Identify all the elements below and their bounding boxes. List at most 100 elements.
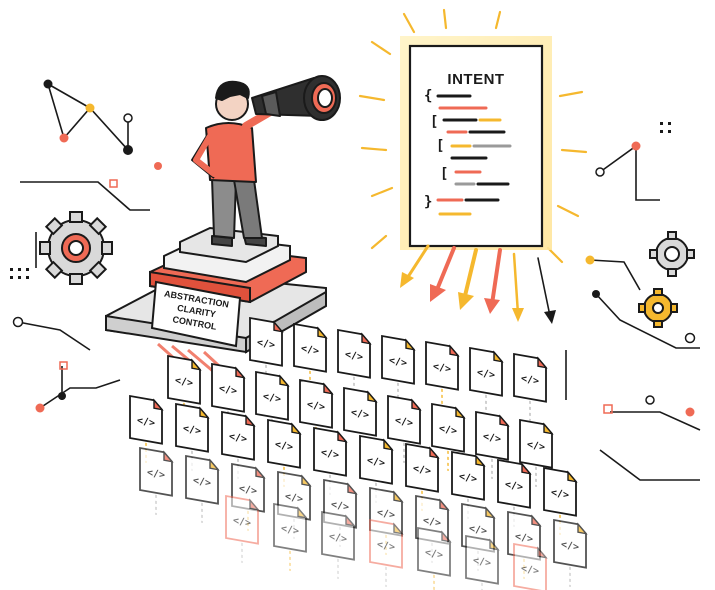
- code-file-glyph: </>: [515, 531, 533, 545]
- code-file-glyph: </>: [301, 343, 319, 357]
- code-file-icon: </>: [185, 454, 220, 523]
- code-file-icon: </>: [167, 354, 202, 423]
- code-file-glyph: </>: [561, 539, 579, 553]
- code-file-glyph: </>: [285, 491, 303, 505]
- code-file-icon: </>: [451, 450, 486, 519]
- code-file-glyph: </>: [183, 423, 201, 437]
- code-file-glyph: </>: [147, 467, 165, 481]
- code-file-glyph: </>: [175, 375, 193, 389]
- code-file-icon: </>: [497, 458, 532, 527]
- gear-icon-right-bottom: [638, 288, 678, 328]
- svg-text:[: [: [430, 114, 438, 130]
- code-file-glyph: </>: [229, 431, 247, 445]
- code-file-glyph: </>: [477, 367, 495, 381]
- code-file-glyph: </>: [521, 563, 539, 577]
- code-file-glyph: </>: [257, 337, 275, 351]
- person-with-telescope: [191, 75, 341, 247]
- network-right-nodes: [585, 122, 696, 417]
- code-file-icon: </>: [543, 466, 578, 535]
- code-file-icon: </>: [211, 362, 246, 431]
- code-file-icon: </>: [369, 518, 404, 587]
- intent-arrows: [400, 244, 556, 324]
- code-file-icon: </>: [417, 526, 452, 590]
- pedestal: [105, 226, 327, 354]
- code-file-icon: </>: [431, 402, 466, 471]
- code-file-glyph: </>: [307, 399, 325, 413]
- code-file-glyph: </>: [351, 407, 369, 421]
- code-file-glyph: </>: [331, 499, 349, 513]
- code-file-icon: </>: [475, 410, 510, 479]
- code-file-icon: </>: [273, 502, 308, 571]
- code-file-glyph: </>: [505, 479, 523, 493]
- code-file-icon: </>: [513, 542, 548, 590]
- code-file-glyph: </>: [433, 361, 451, 375]
- code-file-glyph: </>: [281, 523, 299, 537]
- code-file-icon: </>: [343, 386, 378, 455]
- code-file-glyph: </>: [233, 515, 251, 529]
- code-file-glyph: </>: [483, 431, 501, 445]
- code-file-glyph: </>: [423, 515, 441, 529]
- gear-icon-left: [39, 211, 113, 285]
- gear-icon-right-top: [649, 231, 695, 277]
- code-file-glyph: </>: [425, 547, 443, 561]
- glow-rays: [358, 8, 588, 264]
- code-file-grid: </> </> </> </> </> </> </> </> </> </> </> </> </> <…: [129, 316, 588, 590]
- code-file-glyph: </>: [193, 475, 211, 489]
- code-file-icon: </>: [465, 534, 500, 590]
- code-file-glyph: </>: [521, 373, 539, 387]
- code-file-icon: </>: [321, 510, 356, 579]
- code-file-icon: </>: [225, 494, 260, 563]
- code-file-glyph: </>: [137, 415, 155, 429]
- code-file-glyph: </>: [329, 531, 347, 545]
- code-file-icon: </>: [293, 322, 328, 391]
- code-file-icon: </>: [469, 346, 504, 415]
- code-file-glyph: </>: [389, 355, 407, 369]
- code-file-icon: </>: [553, 518, 588, 587]
- code-file-icon: </>: [359, 434, 394, 503]
- code-file-glyph: </>: [413, 463, 431, 477]
- code-file-glyph: </>: [275, 439, 293, 453]
- code-file-glyph: </>: [219, 383, 237, 397]
- code-file-glyph: </>: [527, 439, 545, 453]
- code-file-icon: </>: [387, 394, 422, 463]
- code-file-glyph: </>: [263, 391, 281, 405]
- code-file-icon: </>: [249, 316, 284, 385]
- code-file-glyph: </>: [459, 471, 477, 485]
- code-file-icon: </>: [129, 394, 164, 463]
- code-file-icon: </>: [313, 426, 348, 495]
- code-file-icon: </>: [221, 410, 256, 479]
- code-file-icon: </>: [425, 340, 460, 409]
- code-file-glyph: </>: [551, 487, 569, 501]
- code-file-icon: </>: [139, 446, 174, 515]
- code-file-glyph: </>: [377, 507, 395, 521]
- code-file-glyph: </>: [395, 415, 413, 429]
- network-left-nodes: [10, 79, 162, 413]
- intent-document: INTENT { [ [ [ }: [400, 36, 552, 250]
- code-file-glyph: </>: [473, 555, 491, 569]
- code-file-icon: </>: [267, 418, 302, 487]
- code-file-icon: </>: [405, 442, 440, 511]
- code-file-glyph: </>: [469, 523, 487, 537]
- svg-text:{: {: [424, 88, 432, 104]
- intent-title: INTENT: [447, 71, 504, 88]
- code-file-glyph: </>: [439, 423, 457, 437]
- code-file-icon: </>: [337, 328, 372, 397]
- code-lines: { [ [ [ }: [424, 88, 512, 216]
- svg-text:[: [: [436, 138, 444, 154]
- svg-text:}: }: [424, 194, 432, 210]
- code-file-icon: </>: [513, 352, 548, 421]
- code-file-glyph: </>: [239, 483, 257, 497]
- code-file-icon: </>: [519, 418, 554, 487]
- code-file-glyph: </>: [321, 447, 339, 461]
- code-file-glyph: </>: [345, 349, 363, 363]
- code-file-icon: </>: [381, 334, 416, 403]
- code-file-glyph: </>: [377, 539, 395, 553]
- code-file-icon: </>: [175, 402, 210, 471]
- network-right: [565, 144, 701, 481]
- code-file-glyph: </>: [367, 455, 385, 469]
- code-file-icon: </>: [255, 370, 290, 439]
- code-file-icon: </>: [299, 378, 334, 447]
- svg-text:[: [: [440, 166, 448, 182]
